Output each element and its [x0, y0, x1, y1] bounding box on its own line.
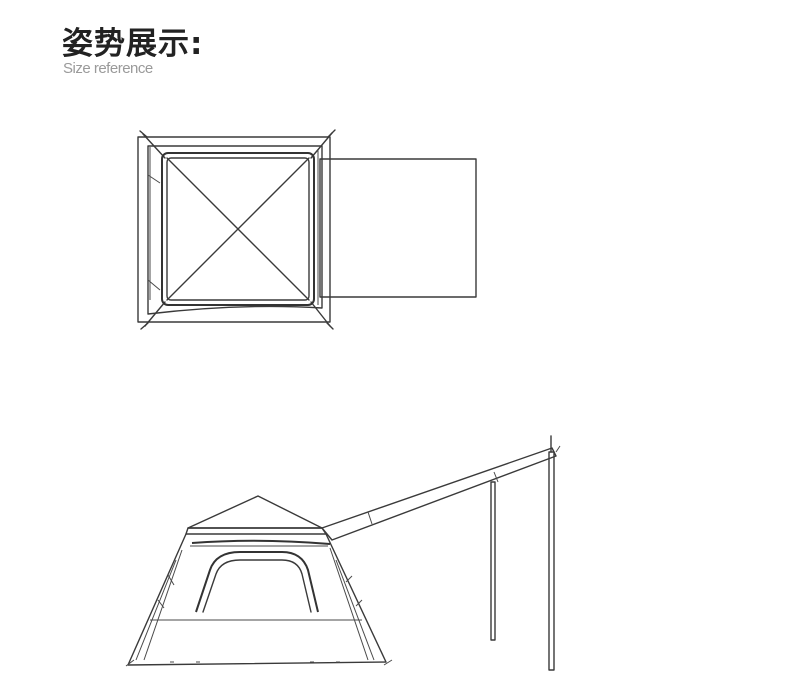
tent-footprint-outer: [137, 136, 331, 323]
inner-tent-outer: [161, 152, 315, 306]
rainfly-outline: [147, 145, 323, 315]
right-frame-line: [335, 559, 375, 661]
left-frame-line: [135, 559, 177, 661]
roof-cap: [187, 495, 323, 529]
awning-side-view: [321, 447, 557, 541]
roof-pole-diagonal-2: [166, 157, 310, 301]
tent-top-view: [137, 129, 477, 330]
awning-pole-rear: [548, 451, 555, 671]
roof-band: [191, 539, 331, 545]
roof-brim: [185, 527, 327, 535]
door-arch-inner: [202, 559, 312, 613]
awning-top-view: [319, 158, 477, 298]
page-title: 姿势展示:: [62, 26, 204, 62]
inner-tent-inner: [166, 157, 310, 301]
tent-body: [127, 533, 387, 666]
awning-pole-front: [490, 481, 496, 641]
side-details: [147, 147, 319, 305]
page-subtitle: Size reference: [63, 60, 153, 77]
door-arch-outer: [195, 551, 319, 613]
tent-side-view: [125, 435, 561, 671]
corner-stakes: [139, 129, 336, 330]
